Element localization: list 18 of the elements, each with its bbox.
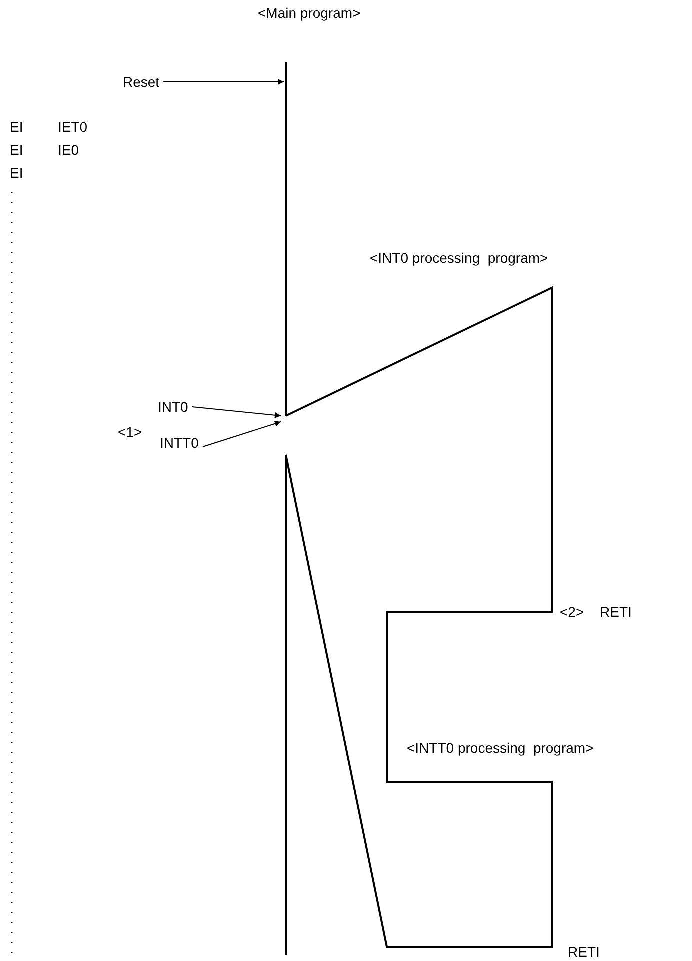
interrupt-label: Reset bbox=[123, 74, 160, 90]
section-heading: <INT0 processing program> bbox=[370, 250, 548, 266]
operand-label: IET0 bbox=[58, 119, 88, 135]
instruction-label: RETI bbox=[600, 604, 632, 620]
instruction-label: EI bbox=[10, 165, 24, 181]
arrow bbox=[202, 420, 282, 448]
interrupt-label: INTT0 bbox=[160, 435, 199, 451]
instruction-label: EI bbox=[10, 119, 24, 135]
arrow bbox=[192, 406, 282, 418]
operand-label: IE0 bbox=[58, 142, 80, 158]
arrow bbox=[163, 79, 284, 85]
instruction-label: EI bbox=[10, 142, 24, 158]
callout-number: <1> bbox=[118, 424, 142, 440]
interrupt-label: INT0 bbox=[158, 399, 188, 415]
section-heading: <Main program> bbox=[258, 5, 361, 21]
section-heading: <INTT0 processing program> bbox=[407, 740, 594, 756]
callout-number: <2> bbox=[560, 604, 584, 620]
instruction-label: RETI bbox=[568, 944, 600, 960]
